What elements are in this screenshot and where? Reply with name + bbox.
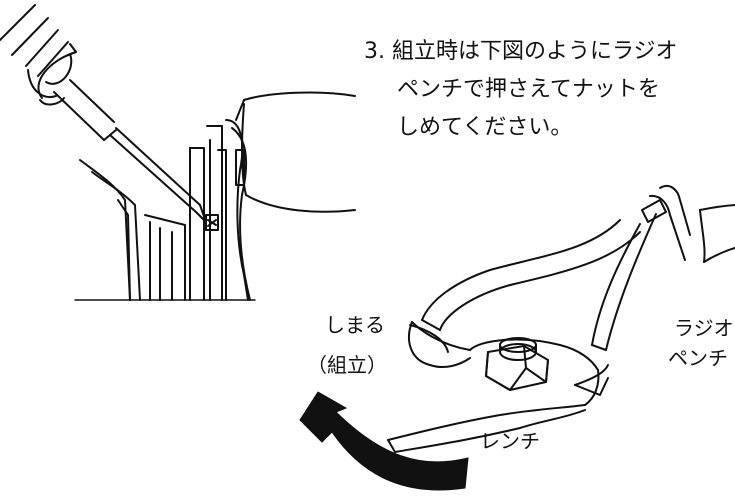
instruction-line-2: ペンチで押さえてナットを [397, 77, 660, 102]
instruction-line-3: しめてください。 [397, 115, 573, 140]
radio-pliers-label-2: ペンチ [668, 346, 728, 370]
radio-pliers-icon [409, 184, 735, 396]
tighten-label: しまる [325, 313, 385, 337]
panel-assembly-icon [74, 91, 356, 301]
hex-nut-icon [485, 337, 549, 391]
wrench-label: レンチ [480, 429, 540, 453]
wrench-icon [387, 321, 600, 453]
instruction-line-1: 3. 組立時は下図のようにラジオ [364, 39, 678, 64]
assembly-label: （組立） [307, 353, 387, 377]
curved-arrow-icon [299, 391, 469, 491]
radio-pliers-label-1: ラジオ [674, 316, 734, 340]
screwdriver-icon [0, 4, 207, 223]
